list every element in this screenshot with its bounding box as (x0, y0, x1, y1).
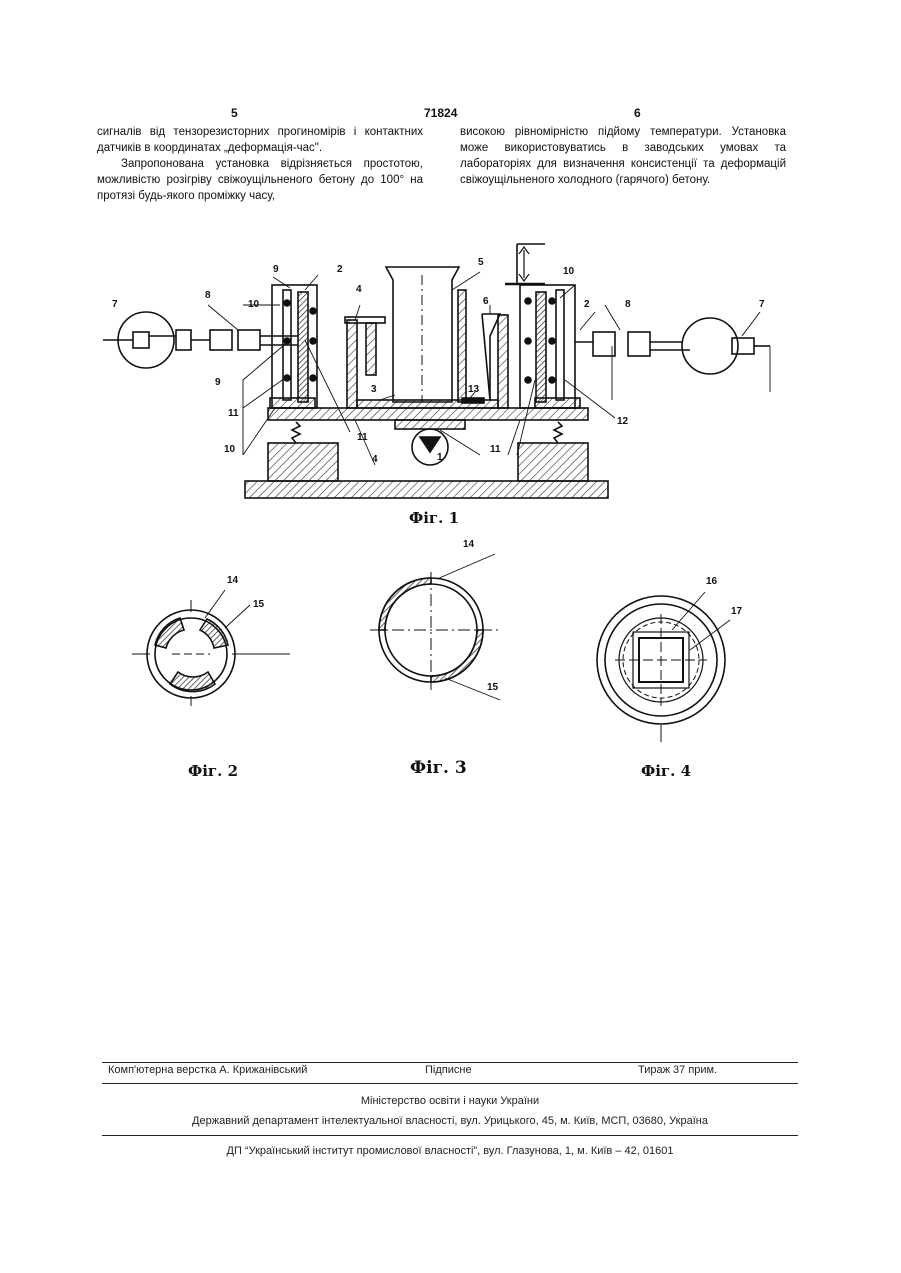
callout-label: 9 (273, 264, 279, 275)
callout-label: 11 (228, 408, 239, 419)
callout-label: 9 (215, 377, 221, 388)
callout-label: 2 (337, 264, 343, 275)
footer-institute: ДП “Український інститут промислової вла… (102, 1145, 798, 1157)
footer-divider (102, 1083, 798, 1084)
callout-label: 10 (248, 299, 260, 310)
callout-label: 6 (483, 296, 489, 307)
callout-label: 7 (112, 299, 118, 310)
figure-2-drawing (132, 590, 290, 706)
footer-department: Державний департамент інтелектуальної вл… (102, 1115, 798, 1127)
callout-label: 7 (759, 299, 765, 310)
callout-label: 8 (625, 299, 631, 310)
callout-label: 17 (731, 606, 743, 617)
figure-3-caption: Фіг. 3 (410, 758, 467, 778)
figure-2-caption: Фіг. 2 (188, 762, 238, 780)
callout-label: 5 (478, 257, 484, 268)
callout-label: 15 (253, 599, 265, 610)
callout-label: 15 (487, 682, 499, 693)
callout-label: 10 (224, 444, 236, 455)
callout-label: 11 (490, 444, 501, 455)
callout-label: 13 (468, 384, 480, 395)
callout-label: 16 (706, 576, 718, 587)
footer-layout-credit: Комп'ютерна верстка А. Крижанівський (108, 1064, 307, 1076)
callout-label: 2 (584, 299, 590, 310)
callout-label: 14 (463, 539, 475, 550)
figure-3-drawing (370, 554, 500, 700)
callout-label: 3 (371, 384, 377, 395)
figure-1-callouts: 1 2 2 3 4 4 5 6 7 7 8 8 9 9 10 10 10 11 … (112, 257, 765, 465)
callout-label: 14 (227, 575, 239, 586)
footer-divider (102, 1135, 798, 1136)
figure-1-caption: Фіг. 1 (409, 509, 459, 527)
footer-signed: Підписне (425, 1064, 472, 1076)
figure-4-caption: Фіг. 4 (641, 762, 691, 780)
callout-label: 4 (356, 284, 362, 295)
footer-divider (102, 1062, 798, 1063)
callout-label: 12 (617, 416, 629, 427)
callout-label: 4 (372, 454, 378, 465)
figure-4-drawing (597, 592, 730, 742)
callout-label: 10 (563, 266, 575, 277)
callout-label: 8 (205, 290, 211, 301)
callout-label: 11 (357, 432, 368, 443)
footer-ministry: Міністерство освіти і науки України (102, 1095, 798, 1107)
footer-circulation: Тираж 37 прим. (638, 1064, 717, 1076)
callout-label: 1 (437, 452, 443, 463)
